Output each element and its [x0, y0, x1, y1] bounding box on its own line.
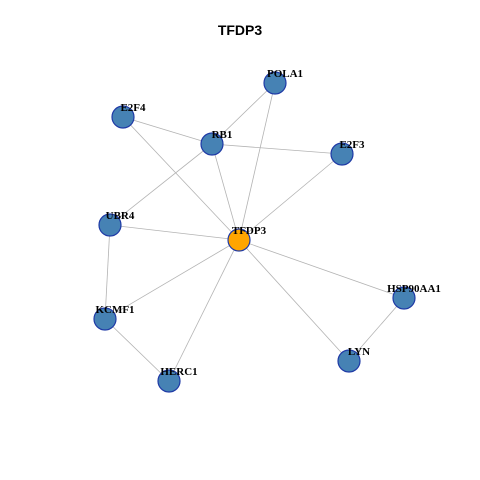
node-label-lyn: LYN [348, 346, 370, 358]
node-circle-e2f4 [111, 105, 135, 129]
node-rb1: RB1 [200, 129, 233, 156]
node-circle-e2f3 [330, 142, 354, 166]
node-tfdp3: TFDP3 [227, 225, 267, 252]
edge-tfdp3-kcmf1 [104, 239, 240, 320]
node-pola1: POLA1 [263, 68, 303, 95]
edge-hsp90aa1-lyn [348, 297, 405, 362]
node-e2f3: E2F3 [330, 139, 365, 166]
node-label-tfdp3: TFDP3 [232, 225, 267, 237]
node-label-e2f3: E2F3 [339, 139, 365, 151]
nodes-layer: TFDP3 POLA1E2F4RB1E2F3UBR4HSP90AA1KCMF1LY… [93, 68, 441, 393]
edge-tfdp3-hsp90aa1 [238, 239, 405, 299]
node-circle-herc1 [157, 369, 181, 393]
edge-rb1-e2f3 [211, 143, 343, 155]
node-label-e2f4: E2F4 [120, 102, 146, 114]
node-label-kcmf1: KCMF1 [95, 304, 134, 316]
node-ubr4: UBR4 [98, 210, 135, 237]
node-label-ubr4: UBR4 [106, 210, 135, 222]
edge-tfdp3-e2f4 [122, 116, 240, 241]
node-herc1: HERC1 [157, 366, 198, 393]
node-e2f4: E2F4 [111, 102, 146, 129]
node-label-hsp90aa1: HSP90AA1 [387, 283, 441, 295]
node-circle-pola1 [263, 71, 287, 95]
edge-tfdp3-pola1 [238, 82, 276, 241]
edge-tfdp3-herc1 [168, 239, 240, 382]
node-label-pola1: POLA1 [267, 68, 303, 80]
node-hsp90aa1: HSP90AA1 [387, 283, 441, 310]
edge-ubr4-kcmf1 [104, 224, 111, 320]
node-lyn: LYN [337, 346, 370, 373]
node-label-herc1: HERC1 [160, 366, 197, 378]
edge-rb1-ubr4 [109, 143, 213, 226]
node-label-rb1: RB1 [212, 129, 233, 141]
edge-tfdp3-ubr4 [109, 224, 240, 241]
node-kcmf1: KCMF1 [93, 304, 135, 331]
node-circle-lyn [337, 349, 361, 373]
node-circle-kcmf1 [93, 307, 117, 331]
node-circle-hsp90aa1 [392, 286, 416, 310]
edge-kcmf1-herc1 [104, 318, 170, 382]
node-circle-rb1 [200, 132, 224, 156]
edge-tfdp3-rb1 [211, 143, 240, 241]
edges-layer [104, 82, 405, 382]
edge-tfdp3-lyn [238, 239, 350, 362]
node-circle-tfdp3 [227, 228, 251, 252]
node-circle-ubr4 [98, 213, 122, 237]
edge-e2f4-rb1 [122, 116, 213, 145]
edge-pola1-rb1 [211, 82, 276, 145]
edge-tfdp3-e2f3 [238, 153, 343, 241]
diagram-title: TFDP3 [218, 22, 263, 38]
